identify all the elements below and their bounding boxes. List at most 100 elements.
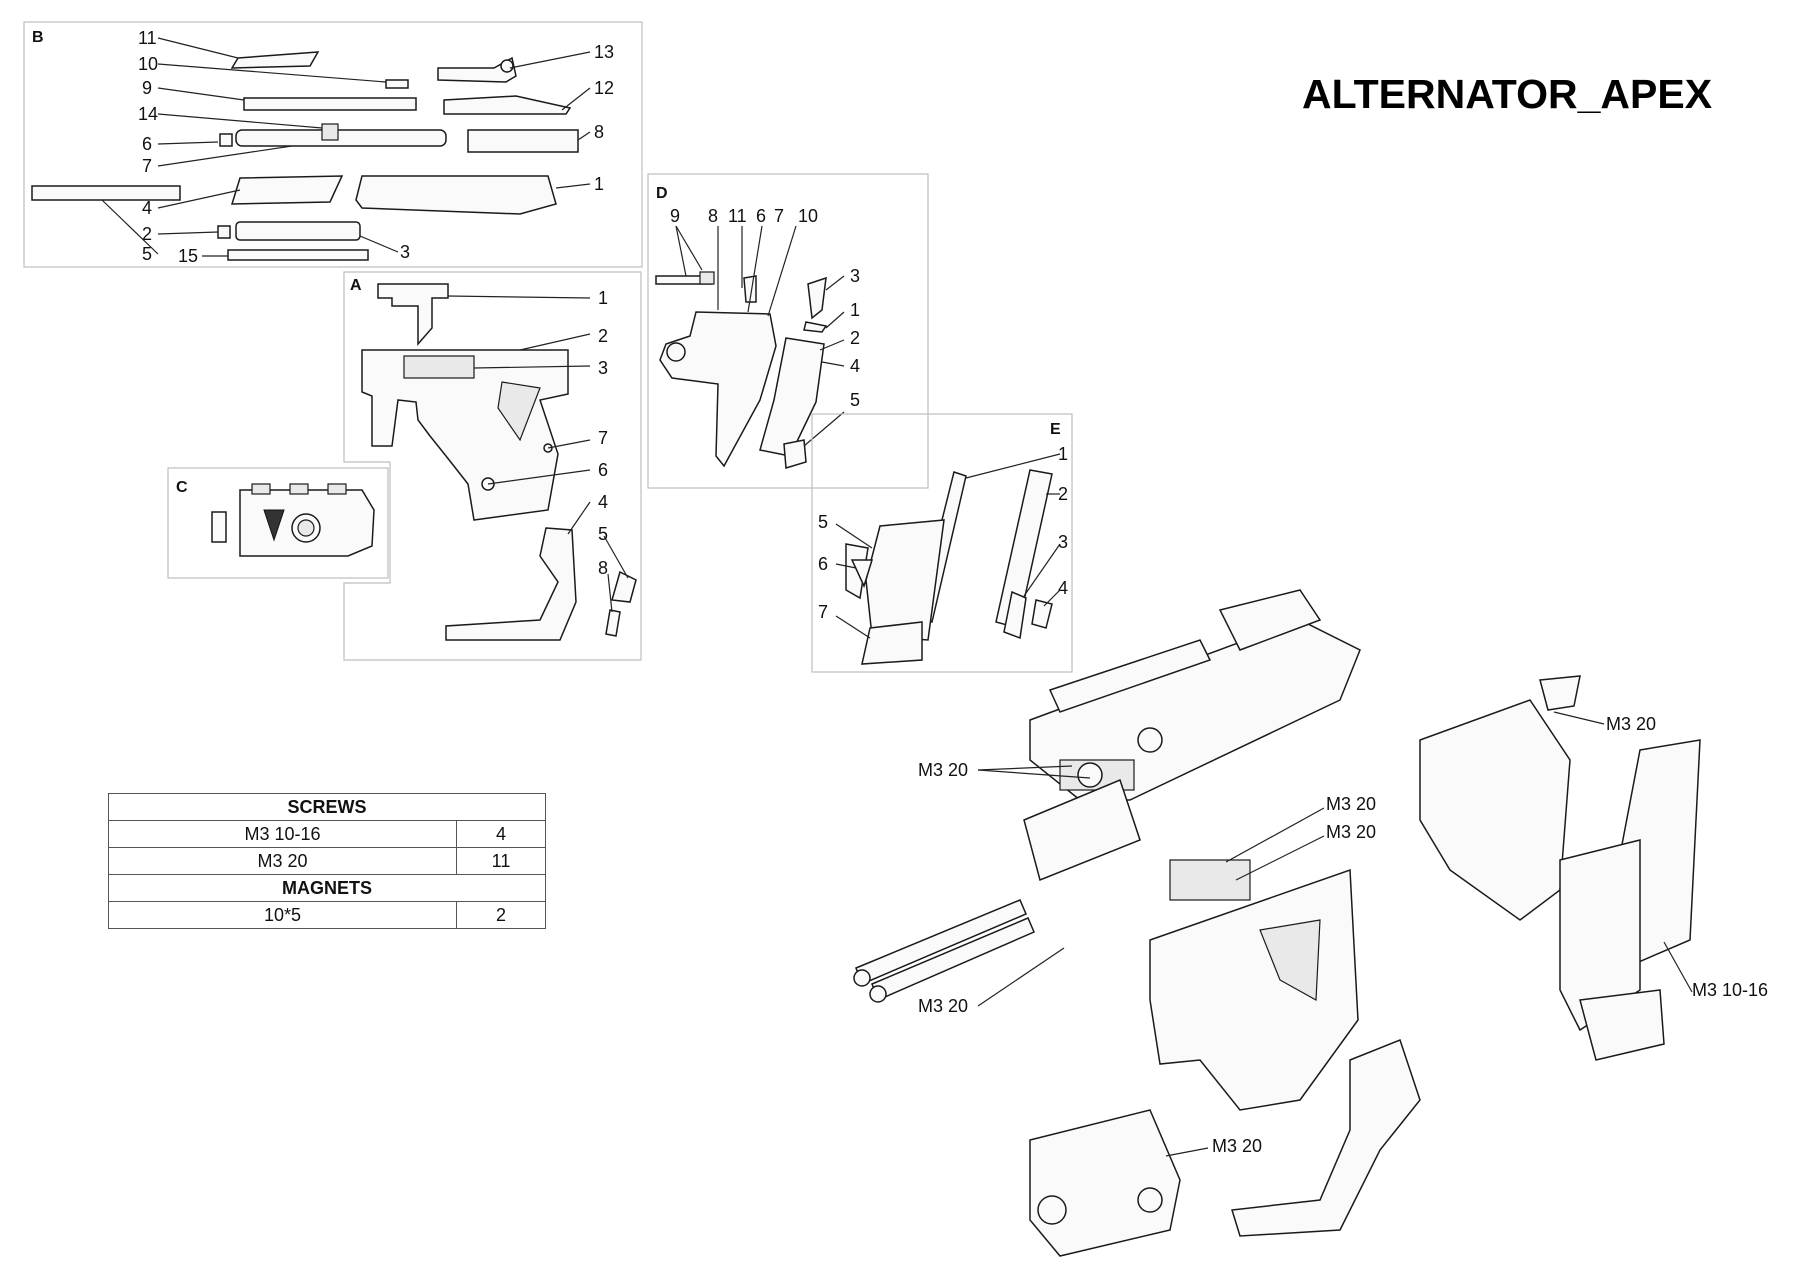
panel-e-callout-7: 7 bbox=[818, 602, 828, 622]
part-e6-spring bbox=[850, 559, 874, 589]
assembly-callout-m3-20-barrel: M3 20 bbox=[918, 996, 968, 1016]
part-b9-rail bbox=[243, 97, 417, 111]
part-c-rail-tab-2 bbox=[289, 483, 309, 495]
part-b10-pin bbox=[385, 79, 409, 89]
panel-a-frame bbox=[343, 271, 642, 661]
assembly-top-rail bbox=[1048, 639, 1212, 713]
panel-b-callout-7: 7 bbox=[142, 156, 152, 176]
panel-d-callout-11: 11 bbox=[728, 206, 747, 226]
assembly-grip-latch bbox=[1539, 675, 1581, 711]
assembly-flashlight-switch bbox=[1137, 1187, 1163, 1213]
part-b5-barrel bbox=[31, 185, 181, 201]
screw-size: M3 20 bbox=[107, 847, 458, 875]
part-e7-baseplate bbox=[861, 621, 923, 665]
assembly-magazine-base bbox=[1579, 989, 1665, 1061]
panel-b-callout-15: 15 bbox=[178, 246, 198, 266]
panel-d-callout-1: 1 bbox=[850, 300, 860, 320]
part-b1-receiver bbox=[355, 175, 557, 215]
part-b13-latch bbox=[437, 56, 517, 83]
panel-e-callout-4: 4 bbox=[1058, 578, 1068, 598]
panel-e-frame bbox=[811, 413, 1073, 673]
panel-b-frame bbox=[23, 21, 643, 268]
hardware-table: SCREWS M3 10-16 4 M3 20 11 MAGNETS 10*5 … bbox=[107, 793, 546, 929]
panel-b-callout-6: 6 bbox=[142, 134, 152, 154]
panel-b: B 11 10 13 bbox=[23, 21, 643, 268]
part-b3-rail bbox=[235, 221, 361, 241]
part-e4-clip bbox=[1031, 599, 1053, 629]
panel-e-callout-2: 2 bbox=[1058, 484, 1068, 504]
panel-b-callout-11: 11 bbox=[138, 28, 157, 48]
part-a8-spring bbox=[605, 609, 621, 637]
panel-c-frame bbox=[167, 467, 389, 579]
panel-a-callout-5: 5 bbox=[598, 524, 608, 544]
part-c-rail-tab-1 bbox=[251, 483, 271, 495]
part-a5-latch bbox=[611, 570, 637, 603]
panel-c: C bbox=[167, 467, 389, 579]
panel-a-callout-6: 6 bbox=[598, 460, 608, 480]
magnet-qty: 2 bbox=[456, 901, 546, 929]
part-a3-trigger-assembly bbox=[403, 355, 475, 379]
panel-a-letter: A bbox=[350, 277, 362, 294]
panel-b-callout-13: 13 bbox=[594, 42, 614, 62]
exploded-assembly: M3 20 M3 20 M3 20 M3 20 M3 20 M3 20 M3 1… bbox=[853, 589, 1768, 1257]
part-c-emblem bbox=[263, 509, 285, 542]
panel-b-callout-3: 3 bbox=[400, 242, 410, 262]
assembly-grip-module bbox=[1419, 699, 1571, 921]
panel-b-callout-10: 10 bbox=[138, 54, 158, 74]
panel-d-frame bbox=[647, 173, 929, 489]
assembly-stock bbox=[1231, 1039, 1421, 1237]
panel-a-callout-3: 3 bbox=[598, 358, 608, 378]
magnet-size: 10*5 bbox=[107, 901, 458, 929]
assembly-lower-receiver bbox=[1149, 868, 1359, 1111]
part-b12-slide bbox=[443, 95, 572, 115]
assembly-flashlight-lens bbox=[1037, 1195, 1067, 1225]
assembly-flashlight bbox=[1029, 1109, 1181, 1257]
magnets-header-row: MAGNETS bbox=[108, 874, 546, 902]
part-d3-trigger bbox=[807, 276, 827, 320]
panel-b-callout-1: 1 bbox=[594, 174, 604, 194]
panel-b-callout-14: 14 bbox=[138, 104, 158, 124]
part-d-grip-screw bbox=[666, 342, 686, 362]
part-b15-picatinny bbox=[227, 249, 369, 261]
assembly-muzzle-1 bbox=[853, 969, 871, 987]
panel-c-letter: C bbox=[176, 479, 188, 496]
part-b11-cover bbox=[230, 51, 320, 69]
part-c-lens-inner bbox=[297, 519, 315, 537]
panel-e-callout-1: 1 bbox=[1058, 444, 1068, 464]
table-row: M3 20 11 bbox=[107, 847, 546, 875]
table-row: M3 10-16 4 bbox=[107, 820, 546, 848]
part-b7-charging-rail bbox=[235, 129, 447, 147]
assembly-callout-m3-20-lower-1: M3 20 bbox=[1326, 794, 1376, 814]
panel-e: E 1 2 5 6 3 4 7 bbox=[811, 413, 1073, 673]
panel-d-callout-6: 6 bbox=[756, 206, 766, 226]
panel-d-letter: D bbox=[656, 185, 668, 202]
part-d5-cap bbox=[783, 439, 807, 469]
table-row: 10*5 2 bbox=[107, 901, 546, 929]
part-b14-block bbox=[321, 123, 339, 141]
screws-header-row: SCREWS bbox=[108, 793, 546, 821]
part-a2-grip-window bbox=[497, 381, 541, 442]
screws-header: SCREWS bbox=[108, 793, 546, 821]
panel-e-callout-6: 6 bbox=[818, 554, 828, 574]
assembly-muzzle-2 bbox=[869, 985, 887, 1003]
panel-b-callout-5: 5 bbox=[142, 244, 152, 264]
assembly-callout-m3-20-flashlight: M3 20 bbox=[1212, 1136, 1262, 1156]
panel-d-callout-4: 4 bbox=[850, 356, 860, 376]
panel-a: A 1 2 3 7 6 4 5 8 bbox=[343, 271, 642, 661]
panel-e-callout-5: 5 bbox=[818, 512, 828, 532]
part-d1-pin bbox=[803, 321, 828, 333]
screw-size: M3 10-16 bbox=[107, 820, 458, 848]
assembly-trigger-block bbox=[1169, 859, 1251, 901]
panel-d-callout-8: 8 bbox=[708, 206, 718, 226]
assembly-grip-window bbox=[1259, 919, 1321, 1001]
panel-b-callout-12: 12 bbox=[594, 78, 614, 98]
screw-qty: 4 bbox=[456, 820, 546, 848]
panel-a-callout-4: 4 bbox=[598, 492, 608, 512]
part-b6-stop bbox=[219, 133, 233, 147]
panel-d: D 9 8 11 6 7 10 3 1 2 4 5 bbox=[647, 173, 929, 489]
assembly-screw-boss-1 bbox=[1077, 762, 1103, 788]
assembly-rear-sight-block bbox=[1218, 589, 1322, 651]
panel-d-callout-2: 2 bbox=[850, 328, 860, 348]
part-a1-top bbox=[377, 283, 449, 346]
